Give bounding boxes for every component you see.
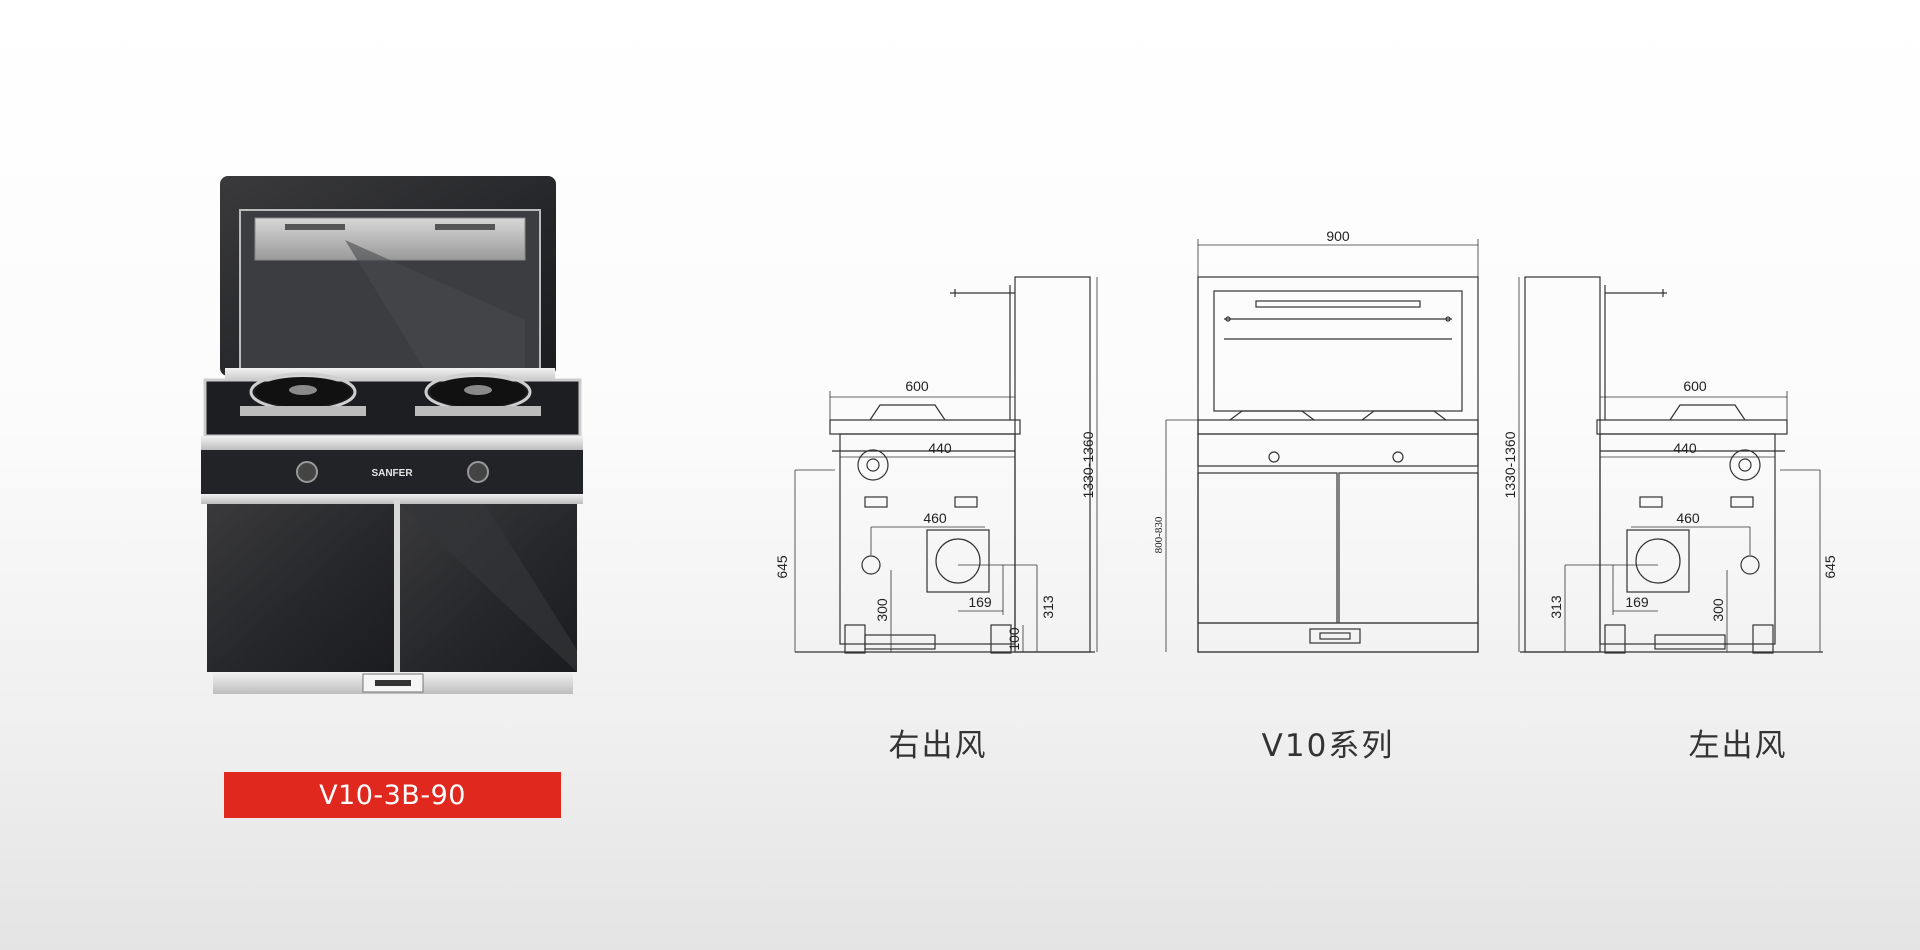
diagram-front: 900 800-830 [1150, 225, 1490, 665]
diagram-left-outlet: 600 440 460 1330-1360 645 300 169 313 [1505, 225, 1845, 665]
dim-width: 600 [1683, 378, 1707, 394]
diagram-right-outlet: 600 440 460 1330-1360 645 300 169 313 10… [775, 225, 1115, 665]
dim-offset: 169 [968, 594, 992, 610]
dim-counter: 800-830 [1153, 516, 1165, 553]
dim-height: 1330-1360 [1080, 431, 1096, 498]
product-photo: SANFER [195, 170, 595, 730]
brand-logo: SANFER [371, 468, 413, 479]
dim-outlet: 313 [1040, 595, 1056, 619]
caption-left-outlet: 左出风 [1688, 728, 1788, 764]
dim-height: 1330-1360 [1505, 431, 1518, 498]
dim-foot: 100 [1006, 627, 1022, 651]
caption-front: V10系列 [1261, 728, 1395, 764]
dim-side: 645 [775, 555, 790, 579]
dim-width: 900 [1326, 228, 1350, 244]
dim-depth: 440 [1673, 440, 1697, 456]
dim-spacing: 460 [923, 510, 947, 526]
caption-right-outlet: 右出风 [888, 728, 988, 764]
dim-offset: 169 [1625, 594, 1649, 610]
dim-low: 300 [874, 598, 890, 622]
model-badge: V10-3B-90 [224, 772, 561, 818]
dim-low: 300 [1710, 598, 1726, 622]
dim-outlet: 313 [1548, 595, 1564, 619]
dim-depth: 440 [928, 440, 952, 456]
dim-side: 645 [1822, 555, 1838, 579]
dim-width: 600 [905, 378, 929, 394]
dim-spacing: 460 [1676, 510, 1700, 526]
